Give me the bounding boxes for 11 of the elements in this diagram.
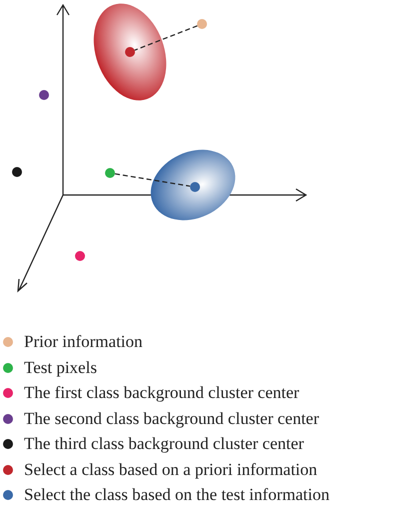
legend-text: The first class background cluster center bbox=[24, 382, 300, 404]
data-point bbox=[197, 19, 207, 29]
dashed-line bbox=[134, 25, 198, 51]
legend-text: Select a class based on a priori information bbox=[24, 458, 318, 480]
legend-text: The third class background cluster center bbox=[24, 433, 304, 455]
legend-text: The second class background cluster center bbox=[24, 408, 320, 430]
legend-text: Prior information bbox=[24, 331, 143, 353]
legend-text: Test pixels bbox=[24, 356, 97, 378]
dashed-line bbox=[114, 173, 190, 187]
legend-text: Select the class based on the test information bbox=[24, 484, 330, 506]
data-point bbox=[105, 168, 115, 178]
